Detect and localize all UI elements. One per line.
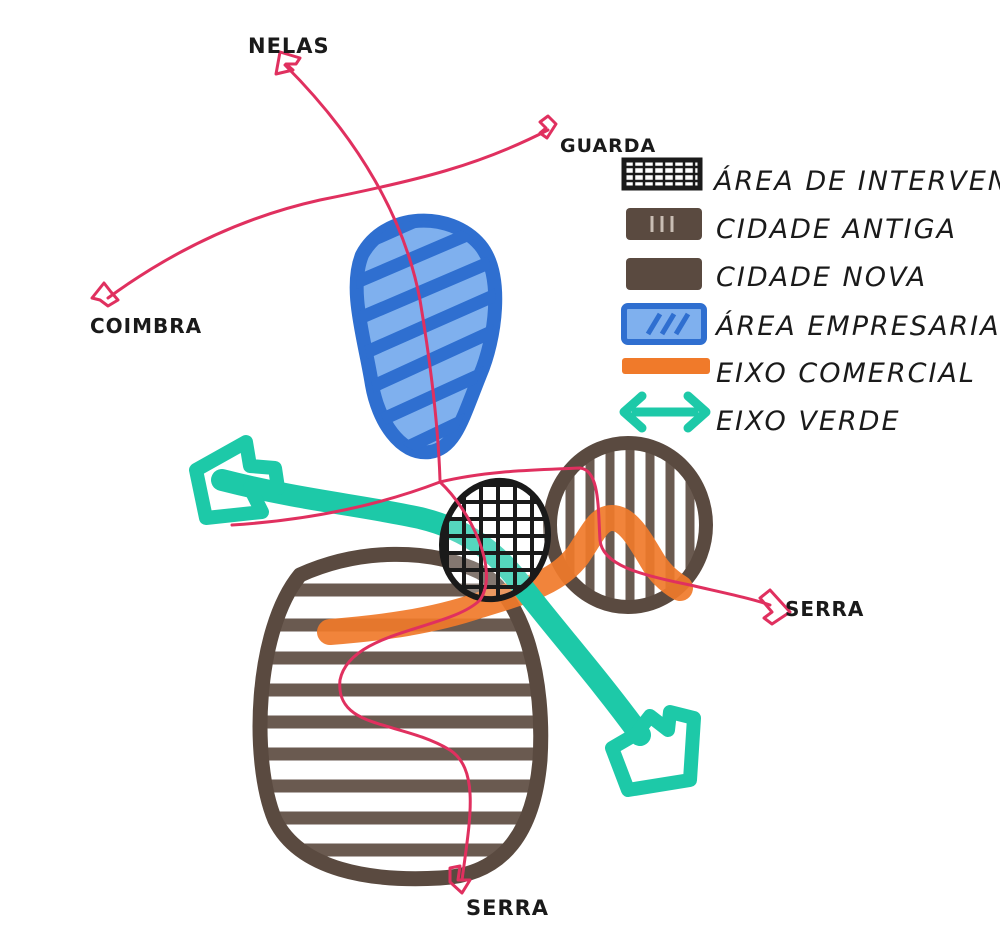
road-to-serra-east [230,466,772,607]
label-guarda: GUARDA [560,135,656,157]
coimbra-arrow-icon [90,281,120,308]
legend-label-green: EIXO VERDE [716,406,901,437]
hatched-blue-swatch [621,303,707,345]
vertical-stripe-swatch [626,208,702,240]
serra-east-arrow-icon [758,588,792,626]
road-network [106,63,772,882]
label-serra-south: SERRA [466,896,549,920]
green-axis-arrowhead-southeast [605,705,701,797]
legend-row-commercial: EIXO COMERCIAL [622,358,976,389]
legend: ÁREA DE INTERVENÇÃO CIDADE ANTIGA CIDADE… [619,157,1000,437]
road-to-coimbra-guarda [106,128,550,300]
legend-label-intervention: ÁREA DE INTERVENÇÃO [712,165,1000,197]
legend-row-business: ÁREA EMPRESARIAL [621,303,1000,345]
solid-swatch [626,258,702,290]
legend-row-green: EIXO VERDE [619,391,901,437]
label-serra-east: SERRA [785,597,864,621]
legend-row-old-city: CIDADE ANTIGA [626,208,957,245]
road-to-nelas [283,63,442,482]
legend-row-intervention: ÁREA DE INTERVENÇÃO [621,157,1000,197]
intervention-area-zone [425,470,565,610]
commercial-axis [317,505,693,645]
legend-label-new-city: CIDADE NOVA [716,262,927,293]
green-axis [189,435,701,797]
legend-label-business: ÁREA EMPRESARIAL [714,310,1000,342]
legend-row-new-city: CIDADE NOVA [626,258,927,293]
guarda-arrow-icon [538,114,558,140]
label-nelas: NELAS [248,34,330,58]
crosshatch-swatch [621,157,703,191]
legend-label-old-city: CIDADE ANTIGA [716,214,957,245]
road-to-serra-south [338,480,488,882]
green-axis-arrowhead-west [189,435,285,525]
legend-label-commercial: EIXO COMERCIAL [716,358,976,389]
double-arrow [619,391,711,433]
serra-south-arrow-icon [448,864,472,895]
label-coimbra: COIMBRA [90,314,202,338]
orange-bar [622,358,710,374]
nelas-arrow-icon [274,50,302,76]
